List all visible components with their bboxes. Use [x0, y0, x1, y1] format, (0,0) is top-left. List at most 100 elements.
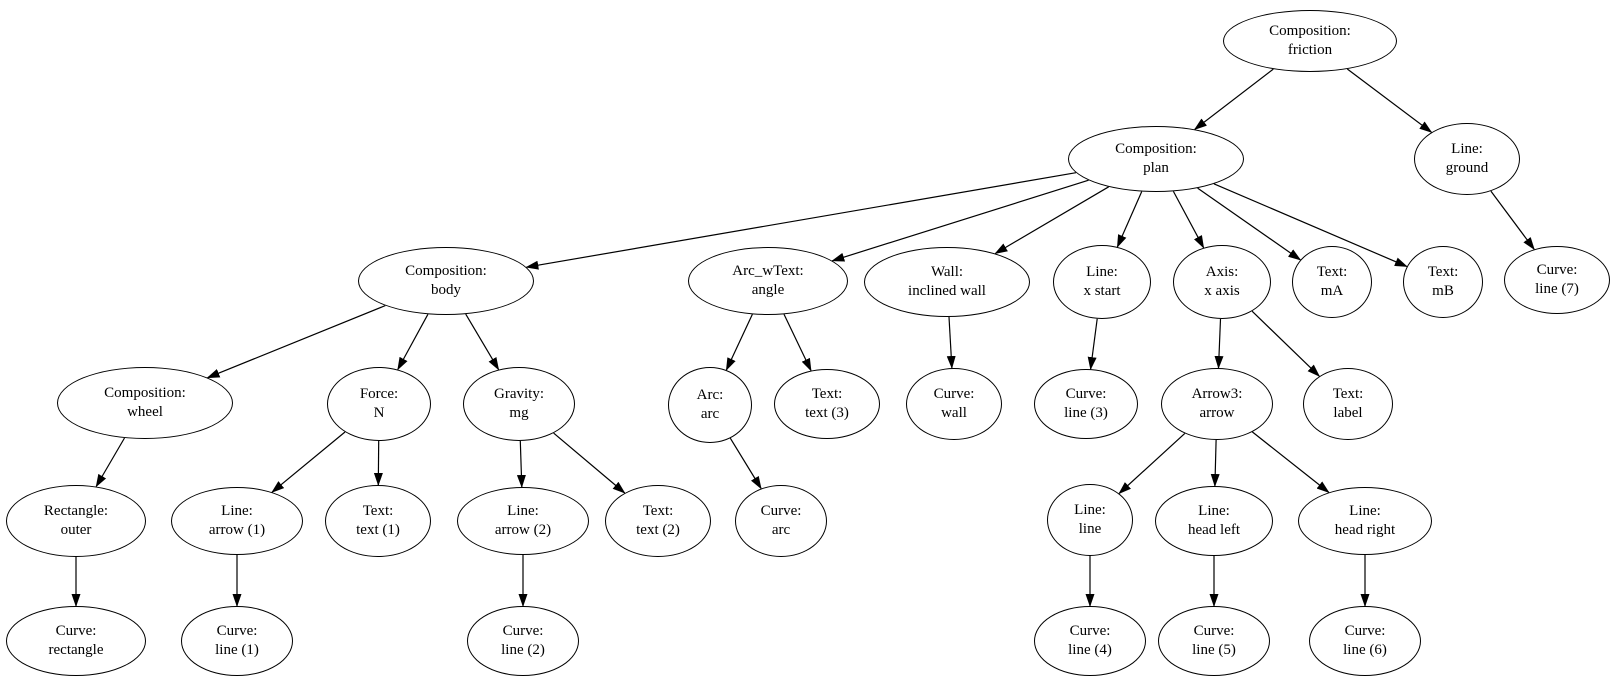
node-plan-label-line-2: plan	[1143, 160, 1169, 176]
node-outer-label-line-1: Rectangle:	[43, 503, 109, 519]
node-ground: Line: ground	[1414, 123, 1520, 195]
node-head_right-label-line-1: Line:	[1349, 503, 1381, 519]
node-line1: Curve:line (1)	[181, 606, 293, 676]
node-wall-label-line-2: wall	[941, 405, 967, 421]
node-text1: Text: text (1)	[325, 485, 431, 557]
node-x_axis-label-line-2: x axis	[1204, 283, 1240, 299]
node-arc_curve-label-line-2: arc	[771, 522, 791, 538]
node-arrow1-label-line-1: Line:	[221, 503, 253, 519]
edge-arrow3-head_left	[1210, 439, 1220, 487]
node-arc-label-line-1: Arc:	[696, 387, 724, 403]
edge-ground-line7	[1490, 190, 1535, 251]
node-text1-label-line-1: Text:	[362, 503, 394, 519]
node-head_left: Line: head left	[1155, 486, 1273, 556]
edge-mg-arrow2	[516, 440, 526, 488]
node-label-label-line-2: label	[1333, 405, 1363, 421]
node-rectangle-label-line-2: rectangle	[48, 642, 104, 658]
node-ground-label-line-1: Line:	[1451, 141, 1483, 157]
node-arrow2-label-line-1: Line:	[507, 503, 539, 519]
node-line2: Curve: line (2)	[467, 606, 579, 676]
edge-friction-plan	[1193, 68, 1274, 131]
node-plan: Composition: plan	[1068, 126, 1244, 192]
node-line5: Curve: line (5)	[1158, 606, 1270, 676]
node-mg: Gravity: mg	[463, 367, 575, 441]
edge-body-mg	[465, 313, 500, 371]
edge-mg-text2	[553, 432, 626, 494]
node-mA: Text:mA	[1292, 246, 1372, 318]
node-line7-label-line-2: line (7)	[1535, 281, 1579, 297]
node-line2-label-line-2: line (2)	[501, 642, 545, 658]
edge-wheel-outer	[95, 437, 126, 488]
node-line4-label-line-2: line (4)	[1068, 642, 1112, 658]
node-label-label-line-1: Text:	[1332, 386, 1364, 402]
node-line7: Curve: line (7)	[1504, 246, 1610, 314]
edge-x_start-line3	[1087, 318, 1098, 371]
node-line6-label-line-2: line (6)	[1343, 642, 1387, 658]
edge-angle-text3	[783, 314, 812, 372]
node-line4-label-line-1: Curve:	[1069, 623, 1111, 639]
node-mB: Text:mB	[1403, 246, 1483, 318]
node-rectangle: Curve: rectangle	[6, 606, 146, 676]
node-head_left-label-line-2: head left	[1187, 522, 1241, 538]
node-line2-label-line-1: Curve:	[502, 623, 544, 639]
node-arrow1-label-line-2: arrow (1)	[208, 522, 266, 538]
node-ground-label-line-2: ground	[1445, 160, 1489, 176]
node-text3: Text: text (3)	[774, 369, 880, 439]
node-line5-label-line-1: Curve:	[1193, 623, 1235, 639]
edge-plan-body	[525, 172, 1077, 270]
node-line5-label-line-2: line (5)	[1192, 642, 1236, 658]
node-angle-label-line-1: Arc_wText:	[732, 263, 804, 279]
node-friction-label-line-2: friction	[1287, 42, 1333, 58]
edge-x_axis-arrow3	[1214, 318, 1224, 369]
node-text2: Text:text (2)	[605, 485, 711, 557]
edge-arrow3-line	[1118, 432, 1186, 495]
edge-plan-mA	[1197, 187, 1302, 261]
node-arc_curve: Curve:arc	[735, 485, 827, 557]
node-wheel-label-line-2: wheel	[127, 404, 163, 420]
node-text3-label-line-2: text (3)	[805, 405, 849, 421]
node-body: Composition: body	[358, 247, 534, 315]
node-body-label-line-2: body	[431, 282, 461, 298]
node-N-label-line-1: Force:	[359, 386, 399, 402]
node-mA-label-line-2: mA	[1320, 283, 1344, 299]
node-line4: Curve: line (4)	[1034, 606, 1146, 676]
node-label: Text: label	[1303, 368, 1393, 440]
node-N: Force: N	[327, 367, 431, 441]
node-text3-label-line-1: Text:	[811, 386, 843, 402]
edge-plan-angle	[831, 179, 1089, 262]
node-line7-label-line-1: Curve:	[1536, 262, 1578, 278]
node-x_axis: Axis:x axis	[1173, 245, 1271, 319]
edge-N-arrow1	[271, 431, 346, 493]
edge-plan-x_axis	[1172, 191, 1205, 249]
node-mg-label-line-1: Gravity:	[494, 386, 544, 402]
edge-x_axis-label	[1251, 310, 1321, 377]
node-N-label-line-2: N	[373, 405, 385, 421]
node-line1-label-line-2: line (1)	[215, 642, 259, 658]
edge-arrow3-head_right	[1251, 431, 1330, 494]
node-body-label-line-1: Composition:	[405, 263, 487, 279]
node-x_start-label-line-2: x start	[1083, 283, 1121, 299]
node-line: Line:line	[1047, 484, 1133, 556]
edge-plan-inclined_wall	[994, 186, 1110, 255]
node-plan-label-line-1: Composition:	[1115, 141, 1197, 157]
node-angle: Arc_wText:angle	[688, 247, 848, 315]
node-inclined_wall-label-line-2: inclined wall	[908, 283, 986, 299]
edge-inclined_wall-wall	[946, 316, 956, 369]
edge-arc-arc_curve	[729, 437, 762, 490]
node-text1-label-line-2: text (1)	[356, 522, 400, 538]
edge-group	[71, 68, 1535, 607]
node-mB-label-line-1: Text:	[1427, 264, 1459, 280]
node-mg-label-line-2: mg	[509, 405, 529, 421]
node-inclined_wall: Wall:inclined wall	[864, 247, 1030, 317]
node-arrow2-label-line-2: arrow (2)	[494, 522, 552, 538]
node-head_left-label-line-1: Line:	[1198, 503, 1230, 519]
node-friction-label-line-1: Composition:	[1269, 23, 1351, 39]
edge-friction-ground	[1346, 68, 1433, 133]
node-rectangle-label-line-1: Curve:	[55, 623, 97, 639]
node-angle-label-line-2: angle	[751, 282, 785, 298]
node-wall-label-line-1: Curve:	[933, 386, 975, 402]
node-text2-label-line-1: Text:	[642, 503, 674, 519]
node-wheel: Composition:wheel	[57, 367, 233, 439]
